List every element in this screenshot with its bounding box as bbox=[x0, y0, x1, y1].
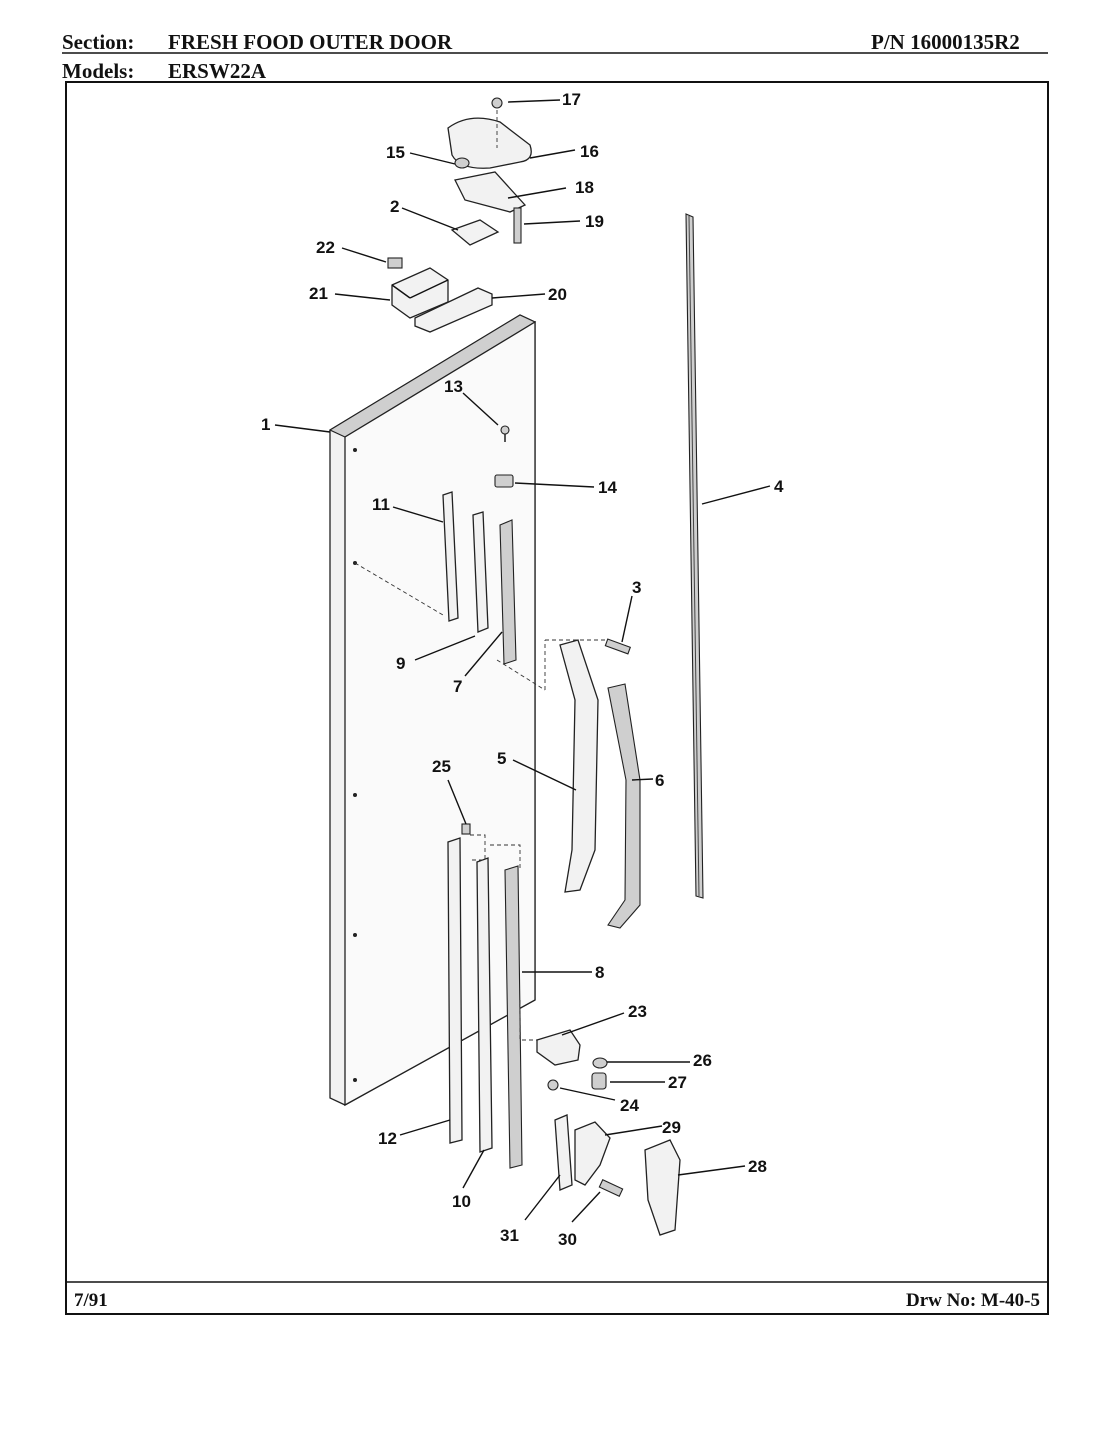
part-handle-base-5 bbox=[559, 639, 599, 893]
callout-17: 17 bbox=[562, 90, 581, 109]
callout-18: 18 bbox=[575, 178, 594, 197]
part-trim-8 bbox=[504, 865, 523, 1169]
part-trim-9 bbox=[472, 511, 489, 633]
callout-3: 3 bbox=[632, 578, 641, 597]
callout-1: 1 bbox=[261, 415, 270, 434]
callout-10: 10 bbox=[452, 1192, 471, 1211]
callout-30: 30 bbox=[558, 1230, 577, 1249]
callout-8: 8 bbox=[595, 963, 604, 982]
drawing-number: Drw No: M-40-5 bbox=[906, 1290, 1040, 1311]
part-shim-2 bbox=[450, 219, 500, 246]
part-screw-30 bbox=[598, 1178, 624, 1198]
footer-date: 7/91 bbox=[74, 1290, 108, 1311]
callout-22: 22 bbox=[316, 238, 335, 257]
part-trim-11 bbox=[442, 491, 459, 622]
part-washer-15 bbox=[454, 157, 470, 169]
callout-25: 25 bbox=[432, 757, 451, 776]
section-label: Section: bbox=[62, 30, 135, 54]
part-washer-26 bbox=[592, 1057, 608, 1069]
callout-13: 13 bbox=[444, 377, 463, 396]
part-hinge-bracket-20 bbox=[414, 287, 493, 333]
part-trim-7 bbox=[499, 519, 517, 665]
callout-5: 5 bbox=[497, 749, 506, 768]
part-screw-13 bbox=[500, 425, 510, 442]
callout-11: 11 bbox=[372, 495, 390, 514]
callout-29: 29 bbox=[662, 1118, 681, 1137]
callout-9: 9 bbox=[396, 654, 405, 673]
callout-28: 28 bbox=[748, 1157, 767, 1176]
models-value: ERSW22A bbox=[168, 59, 267, 83]
callout-19: 19 bbox=[585, 212, 604, 231]
callout-21: 21 bbox=[309, 284, 328, 303]
callout-14: 14 bbox=[598, 478, 617, 497]
part-trim-12 bbox=[447, 837, 463, 1144]
callout-24: 24 bbox=[620, 1096, 639, 1115]
callout-2: 2 bbox=[390, 197, 399, 216]
leader-lines bbox=[274, 99, 771, 1223]
part-plate-31 bbox=[554, 1114, 573, 1191]
part-hinge-cover-28 bbox=[644, 1139, 681, 1236]
part-handle-grip-6 bbox=[607, 683, 641, 929]
part-screw-22 bbox=[387, 257, 403, 269]
callout-20: 20 bbox=[548, 285, 567, 304]
part-hinge-plate-18 bbox=[454, 171, 527, 213]
part-door-stop-14 bbox=[494, 474, 514, 488]
part-screw-24 bbox=[547, 1079, 559, 1091]
part-hinge-pin-19 bbox=[513, 207, 522, 244]
callout-15: 15 bbox=[386, 143, 405, 162]
callout-31: 31 bbox=[500, 1226, 519, 1245]
callout-26: 26 bbox=[693, 1051, 712, 1070]
callout-4: 4 bbox=[774, 477, 784, 496]
part-gasket-strip bbox=[685, 213, 704, 899]
part-number: P/N 16000135R2 bbox=[871, 30, 1020, 54]
section-title: FRESH FOOD OUTER DOOR bbox=[168, 30, 453, 54]
part-screw-17 bbox=[491, 97, 503, 109]
part-trim-10 bbox=[476, 857, 493, 1153]
part-bottom-hinge-29 bbox=[574, 1121, 611, 1186]
callout-12: 12 bbox=[378, 1129, 397, 1148]
drawing-border bbox=[65, 81, 1049, 1315]
callout-7: 7 bbox=[453, 677, 462, 696]
callout-27: 27 bbox=[668, 1073, 687, 1092]
models-label: Models: bbox=[62, 59, 135, 83]
callout-16: 16 bbox=[580, 142, 599, 161]
part-bushing-27 bbox=[591, 1072, 607, 1090]
part-clip-25 bbox=[461, 823, 471, 835]
part-bracket-23 bbox=[536, 1029, 581, 1066]
callout-6: 6 bbox=[655, 771, 664, 790]
part-screw-3 bbox=[604, 638, 632, 655]
callout-23: 23 bbox=[628, 1002, 647, 1021]
